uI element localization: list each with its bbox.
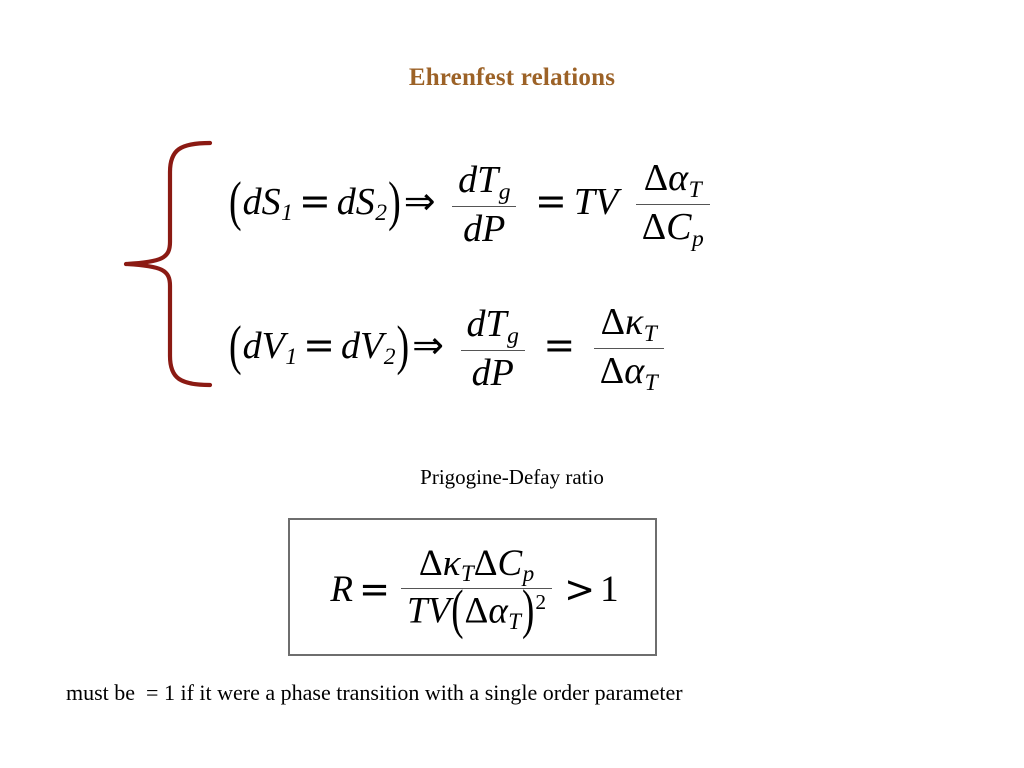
- ratio-comparator: >: [564, 567, 596, 611]
- brace-svg: [123, 140, 213, 388]
- eq2-rhs-sub: 2: [383, 344, 396, 371]
- ratio-lhs-R: R: [330, 568, 353, 610]
- eq2-ratio-den-sub: T: [644, 369, 658, 396]
- eq2-ratio-num-symbol: κ: [625, 301, 644, 343]
- eq1-ratio-num-symbol: α: [668, 157, 689, 199]
- eq1-ratio-num-sub: T: [688, 176, 702, 203]
- eq2-result-equals: =: [543, 322, 576, 367]
- ratio-formula-box: R= ΔκTΔCp TV(ΔαT)2 >1: [288, 518, 657, 656]
- eq1-ratio-den-symbol: C: [666, 206, 692, 249]
- eq1-rhs-var: S: [355, 180, 375, 223]
- ratio-num-sub-2: p: [522, 561, 535, 587]
- eq1-ratio-denominator: ΔCp: [636, 205, 710, 252]
- eq1-num-var: T: [477, 159, 499, 201]
- equation-ehrenfest-volume: (dV1=dV2)⇒ dTg dP = ΔκT ΔαT: [228, 301, 669, 396]
- eq2-ratio-numerator: ΔκT: [593, 301, 664, 350]
- eq2-equals: =: [303, 322, 335, 367]
- eq1-den-var: P: [482, 208, 506, 251]
- ratio-den-sub: T: [508, 608, 522, 634]
- eq1-implies-arrow-icon: ⇒: [403, 178, 436, 223]
- eq2-num-d: d: [466, 303, 486, 345]
- eq2-ratio-num-sub: T: [643, 320, 657, 347]
- eq1-ratio-numerator: ΔαT: [635, 157, 710, 206]
- eq2-kappa-alpha-fraction: ΔκT ΔαT: [593, 301, 664, 396]
- eq2-num-sub: g: [507, 322, 519, 349]
- eq1-lhs-var: S: [261, 180, 281, 223]
- eq2-lhs-var: V: [261, 324, 285, 367]
- ratio-num-kappa: κ: [442, 542, 461, 584]
- eq2-ratio-num-delta: Δ: [600, 301, 626, 343]
- eq1-prefactor-tv: TV: [573, 180, 619, 223]
- ratio-den-close-paren: ): [522, 579, 535, 642]
- eq1-close-paren: ): [388, 171, 401, 233]
- eq2-lhs-d: d: [242, 324, 262, 367]
- eq1-fraction-denominator: dP: [452, 207, 516, 250]
- ratio-den-tv: TV: [407, 590, 451, 632]
- ratio-denominator: TV(ΔαT)2: [401, 580, 552, 640]
- ratio-num-delta-2: Δ: [473, 542, 498, 584]
- eq2-ratio-den-symbol: α: [624, 350, 645, 393]
- eq1-rhs-d: d: [336, 180, 356, 223]
- ratio-den-open-paren: (: [451, 579, 464, 642]
- eq2-den-d: d: [471, 352, 491, 395]
- eq1-num-d: d: [458, 159, 478, 201]
- eq1-lhs-d: d: [242, 180, 262, 223]
- footnote-text: must be = 1 if it were a phase transitio…: [66, 680, 683, 705]
- ratio-num-sub-1: T: [460, 561, 474, 587]
- ratio-den-alpha: α: [488, 590, 508, 632]
- ehrenfest-equations-group: (dS1=dS2)⇒ dTg dP =TV ΔαT ΔCp (dV1=dV2)⇒…: [0, 130, 1024, 400]
- ratio-equals: =: [359, 567, 391, 611]
- ratio-main-fraction: ΔκTΔCp TV(ΔαT)2: [401, 542, 553, 640]
- eq2-rhs-var: V: [360, 324, 384, 367]
- eq2-fraction-denominator: dP: [461, 351, 525, 394]
- eq2-fraction-numerator: dTg: [460, 303, 525, 352]
- eq2-ratio-denominator: ΔαT: [594, 349, 664, 396]
- eq2-open-paren: (: [229, 315, 242, 377]
- eq2-rhs-d: d: [341, 324, 360, 367]
- eq2-lhs-sub: 1: [285, 344, 298, 371]
- eq1-lhs-sub: 1: [281, 200, 293, 227]
- eq1-ratio-num-delta: Δ: [643, 157, 669, 199]
- eq1-num-sub: g: [498, 178, 511, 205]
- prigogine-defay-label: Prigogine-Defay ratio: [420, 465, 604, 489]
- eq1-dtg-dp-fraction: dTg dP: [452, 159, 517, 250]
- eq1-den-d: d: [463, 208, 483, 251]
- ratio-den-exponent: 2: [535, 589, 547, 614]
- eq1-alpha-cp-fraction: ΔαT ΔCp: [635, 157, 710, 252]
- left-curly-brace-icon: [118, 138, 218, 390]
- ratio-num-delta-1: Δ: [418, 542, 443, 584]
- ratio-value: 1: [600, 568, 619, 610]
- ratio-num-C: C: [497, 542, 523, 584]
- eq1-equals: =: [298, 178, 331, 223]
- eq1-open-paren: (: [229, 171, 242, 233]
- equation-ehrenfest-entropy: (dS1=dS2)⇒ dTg dP =TV ΔαT ΔCp: [228, 157, 715, 252]
- page-title: Ehrenfest relations: [408, 64, 616, 91]
- eq1-ratio-den-sub: p: [691, 225, 704, 252]
- eq2-ratio-den-delta: Δ: [599, 350, 625, 393]
- eq1-rhs-sub: 2: [375, 200, 388, 227]
- eq2-den-var: P: [490, 352, 514, 395]
- eq2-dtg-dp-fraction: dTg dP: [460, 303, 525, 394]
- eq2-implies-arrow-icon: ⇒: [412, 322, 444, 367]
- prigogine-defay-formula: R= ΔκTΔCp TV(ΔαT)2 >1: [290, 520, 659, 658]
- eq2-num-var: T: [485, 303, 507, 345]
- eq1-fraction-numerator: dTg: [452, 159, 517, 208]
- ratio-den-delta: Δ: [464, 590, 489, 632]
- eq1-ratio-den-delta: Δ: [641, 206, 667, 249]
- eq1-result-equals: =: [534, 178, 567, 223]
- eq2-close-paren: ): [396, 315, 410, 377]
- ratio-numerator: ΔκTΔCp: [401, 542, 553, 589]
